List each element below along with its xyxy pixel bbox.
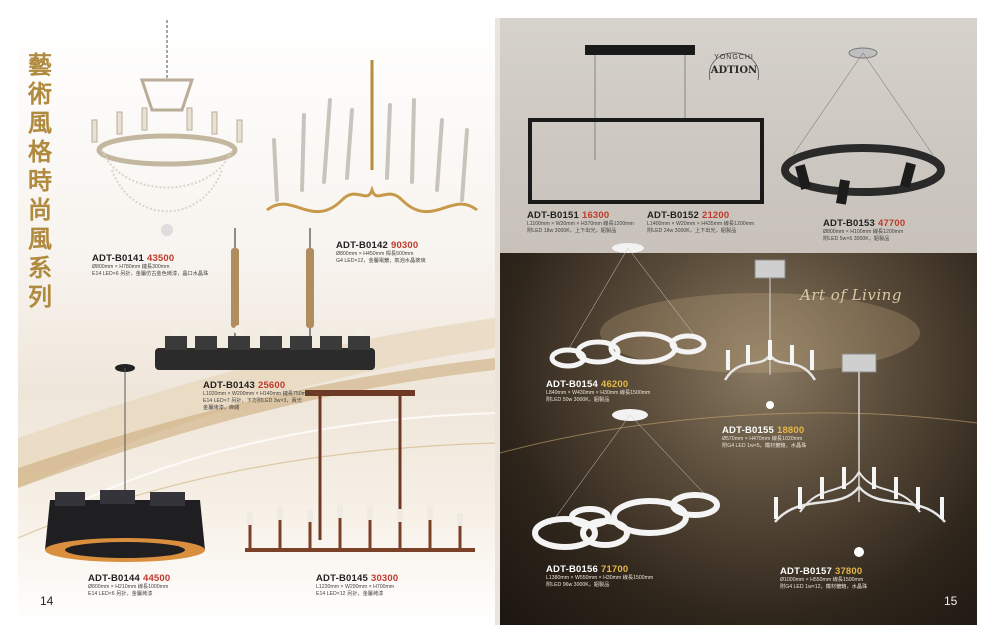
product-spec: L1400mm × W20mm × H435mm 線長1200mm	[647, 221, 755, 227]
pendant-b0151-image	[528, 45, 764, 204]
product-spec: Ø800mm × H100mm 線長1200mm	[823, 229, 904, 235]
product-spec: L1100mm × W20mm × H370mm 線長1200mm	[527, 221, 634, 227]
chandelier-b0141-image	[91, 20, 243, 236]
product-price: 30300	[370, 573, 399, 584]
product-code: ADT-B0154	[546, 379, 598, 390]
product-spec: 附G4 LED 1w×12，鐵材鍍鉻，水晶珠	[780, 584, 868, 590]
pendant-b0144-image	[45, 364, 205, 562]
product-price: 43500	[146, 253, 175, 264]
page-number-left: 14	[40, 594, 54, 608]
product-spec: Ø800mm × H780mm 鏈長300mm	[92, 264, 170, 270]
product-price: 21200	[701, 210, 730, 221]
product-spec: E14 LED×6 另計，金屬仿古金色烤漆，晶口水晶珠	[92, 271, 209, 277]
product-code: ADT-B0156	[546, 564, 598, 575]
product-spec: L1230mm × W290mm × H700mm	[316, 584, 395, 590]
chandelier-b0145-image	[245, 390, 475, 552]
series-title: 藝術風格時尚風系列	[28, 50, 52, 311]
brand-emblem-icon	[708, 52, 760, 81]
product-price: 71700	[600, 564, 629, 575]
product-price: 25600	[257, 380, 286, 391]
art-of-living-text: Art of Living	[800, 286, 902, 304]
product-spec: 附LED 50w 3000K，鋁製品	[546, 397, 610, 403]
product-spec: E14 LED×6 另計，金屬烤漆	[88, 591, 153, 597]
product-price: 44500	[142, 573, 171, 584]
chandelier-b0142-image	[266, 60, 478, 214]
right-top-panel	[500, 18, 977, 253]
product-spec: L840mm × W430mm × H30mm 線長1500mm	[546, 390, 651, 396]
pendant-b0143-image	[155, 228, 375, 370]
chandelier-b0155-image	[723, 259, 817, 409]
product-price: 46200	[600, 379, 629, 390]
pendant-b0153-image	[781, 47, 945, 205]
product-code: ADT-B0152	[647, 210, 699, 221]
brand-bottom: ADTION	[710, 65, 758, 76]
pendant-b0154-image	[549, 243, 707, 369]
product-code: ADT-B0145	[316, 573, 368, 584]
product-spec: L1380mm × W550mm × H30mm 線長1500mm	[546, 575, 654, 581]
product-price: 37800	[834, 566, 863, 577]
product-spec: G4 LED×12，金屬電鍍，氣泡水晶玻璃	[336, 258, 426, 264]
product-spec: 金屬烤漆，麻繩	[203, 405, 240, 411]
chandelier-b0157-image	[774, 353, 946, 557]
product-code: ADT-B0151	[527, 210, 579, 221]
product-spec: 附LED 96w 3000K，鋁製品	[546, 582, 610, 588]
brand-logo: YONGCHI ADTION	[704, 50, 764, 86]
product-code: ADT-B0141	[92, 253, 144, 264]
product-code: ADT-B0143	[203, 380, 255, 391]
product-spec: 附LED 18w 3000K，上下出光，鋁製品	[527, 228, 617, 234]
product-code: ADT-B0144	[88, 573, 140, 584]
product-spec: Ø570mm × H470mm 線長1020mm	[722, 436, 803, 442]
product-code: ADT-B0157	[780, 566, 832, 577]
product-price: 47700	[877, 218, 906, 229]
product-spec: E14 LED×12 另計，金屬烤漆	[316, 591, 384, 597]
product-spec: Ø800mm × H210mm 線長1000mm	[88, 584, 169, 590]
product-spec: 附LED 24w 3000K，上下出光，鋁製品	[647, 228, 737, 234]
product-code: ADT-B0142	[336, 240, 388, 251]
brand-top: YONGCHI	[714, 54, 754, 61]
product-spec: L1020mm × W200mm × H140mm 鏈長750mm	[203, 391, 311, 397]
page-spine	[495, 18, 500, 625]
right-bottom-panel	[500, 253, 977, 625]
product-price: 18800	[776, 425, 805, 436]
product-spec: 附LED 5w×6 3000K，鋁製品	[823, 236, 890, 242]
product-spec: 附G4 LED 1w×5，鐵材鍍鉻，水晶珠	[722, 443, 807, 449]
product-price: 90300	[390, 240, 419, 251]
page-number-right: 15	[944, 594, 958, 608]
product-spec: E14 LED×7 另計，下方附LED 3w×3，黃光	[203, 398, 302, 404]
product-code: ADT-B0153	[823, 218, 875, 229]
product-price: 16300	[581, 210, 610, 221]
pendant-b0156-image	[532, 409, 720, 550]
product-code: ADT-B0155	[722, 425, 774, 436]
product-spec: Ø800mm × H450mm 桿長500mm	[336, 251, 414, 257]
product-spec: Ø1000mm × H550mm 線長1500mm	[780, 577, 864, 583]
